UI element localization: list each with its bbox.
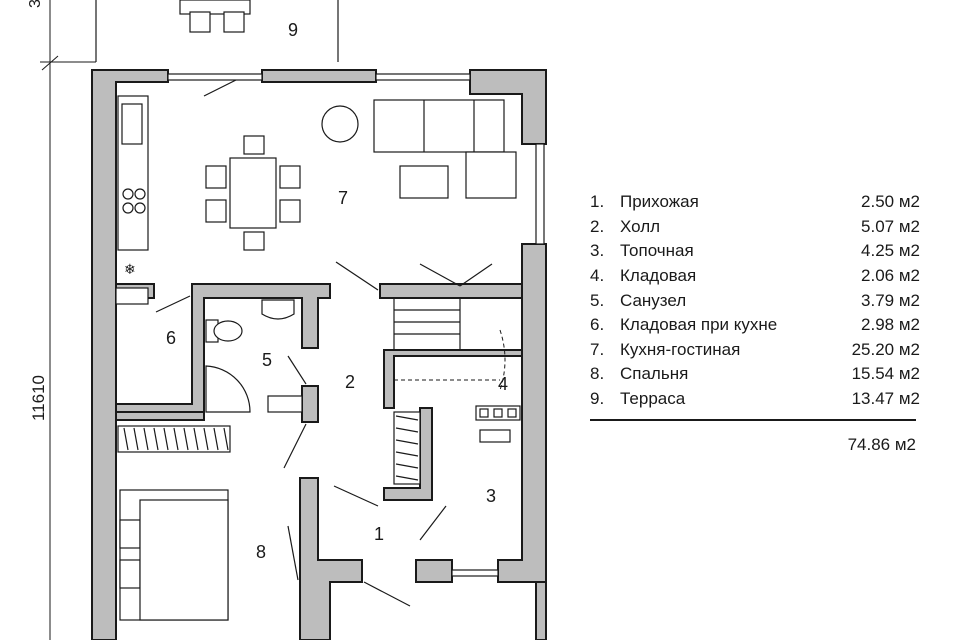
legend-room-area: 2.06 м2: [861, 266, 920, 286]
windows: [167, 73, 545, 577]
legend-room-name: Терраса: [620, 389, 686, 409]
dimension-lines: 3 11610: [27, 0, 96, 640]
stairs: [393, 263, 523, 391]
legend-row: 8. Спальня 15.54 м2: [590, 362, 920, 387]
sink-icon: [121, 103, 143, 145]
room-number-6: 6: [166, 328, 176, 348]
legend-room-area: 15.54 м2: [851, 364, 920, 384]
legend-room-name: Прихожая: [620, 192, 699, 212]
interior-walls: [115, 283, 523, 501]
exterior-walls: [91, 69, 547, 640]
terrace: [95, 0, 339, 62]
room-legend: 1. Прихожая 2.50 м2 2. Холл 5.07 м2 3. Т…: [590, 190, 920, 455]
stove-burner-icon: [134, 202, 146, 214]
legend-room-name: Санузел: [620, 290, 687, 310]
wardrobe: [117, 411, 421, 485]
sofa: [321, 99, 517, 199]
legend-index: 4.: [590, 266, 605, 286]
room-number-4: 4: [498, 374, 508, 394]
legend-index: 7.: [590, 339, 605, 359]
legend-row: 9. Терраса 13.47 м2: [590, 387, 920, 412]
legend-room-name: Топочная: [620, 241, 694, 261]
door-swings: [155, 79, 447, 607]
bathroom-fixtures: [205, 299, 303, 413]
shower-icon: [205, 365, 251, 413]
stove-burner-icon: [134, 188, 146, 200]
room-labels: 1 2 3 4 5 6 7 8 9: [166, 20, 508, 562]
legend-row: 2. Холл 5.07 м2: [590, 215, 920, 240]
legend-total-area: 74.86 м2: [847, 435, 916, 455]
legend-room-area: 25.20 м2: [851, 339, 920, 359]
legend-room-name: Кухня-гостиная: [620, 339, 741, 359]
terrace-chair: [223, 11, 245, 33]
room-number-9: 9: [288, 20, 298, 40]
toilet-icon: [213, 320, 243, 342]
legend-row: 1. Прихожая 2.50 м2: [590, 190, 920, 215]
legend-room-area: 4.25 м2: [861, 241, 920, 261]
room-number-2: 2: [345, 372, 355, 392]
legend-room-area: 5.07 м2: [861, 216, 920, 236]
legend-room-area: 2.50 м2: [861, 192, 920, 212]
room-number-5: 5: [262, 350, 272, 370]
legend-index: 8.: [590, 364, 605, 384]
legend-room-area: 2.98 м2: [861, 315, 920, 335]
kitchen-counter: ❄: [117, 95, 149, 277]
snowflake-icon: ❄: [124, 261, 136, 277]
legend-index: 1.: [590, 192, 605, 212]
room-number-7: 7: [338, 188, 348, 208]
washbasin-icon: [261, 299, 295, 320]
terrace-chair: [189, 11, 211, 33]
legend-room-area: 13.47 м2: [851, 389, 920, 409]
bed: [119, 489, 229, 621]
legend-index: 5.: [590, 290, 605, 310]
plant-icon: [321, 105, 359, 143]
dining-table: [205, 135, 301, 251]
dimension-top-label: 3: [27, 0, 44, 8]
legend-row: 3. Топочная 4.25 м2: [590, 239, 920, 264]
legend-index: 2.: [590, 216, 605, 236]
stove-burner-icon: [122, 202, 134, 214]
legend-row: 6. Кладовая при кухне 2.98 м2: [590, 313, 920, 338]
legend-room-name: Кладовая: [620, 266, 697, 286]
boiler-room-equipment: [115, 287, 521, 443]
room-number-3: 3: [486, 486, 496, 506]
stove-burner-icon: [122, 188, 134, 200]
dimension-height-label: 11610: [29, 375, 48, 421]
terrace-table: [179, 0, 251, 15]
legend-divider: [590, 419, 916, 422]
room-number-8: 8: [256, 542, 266, 562]
legend-row: 4. Кладовая 2.06 м2: [590, 264, 920, 289]
legend-room-area: 3.79 м2: [861, 290, 920, 310]
legend-room-name: Холл: [620, 216, 661, 236]
legend-room-name: Спальня: [620, 364, 689, 384]
room-number-1: 1: [374, 524, 384, 544]
legend-index: 6.: [590, 315, 605, 335]
legend-index: 3.: [590, 241, 605, 261]
legend-index: 9.: [590, 389, 605, 409]
coffee-table: [399, 165, 449, 199]
legend-room-name: Кладовая при кухне: [620, 315, 778, 335]
legend-row: 7. Кухня-гостиная 25.20 м2: [590, 338, 920, 363]
legend-row: 5. Санузел 3.79 м2: [590, 288, 920, 313]
